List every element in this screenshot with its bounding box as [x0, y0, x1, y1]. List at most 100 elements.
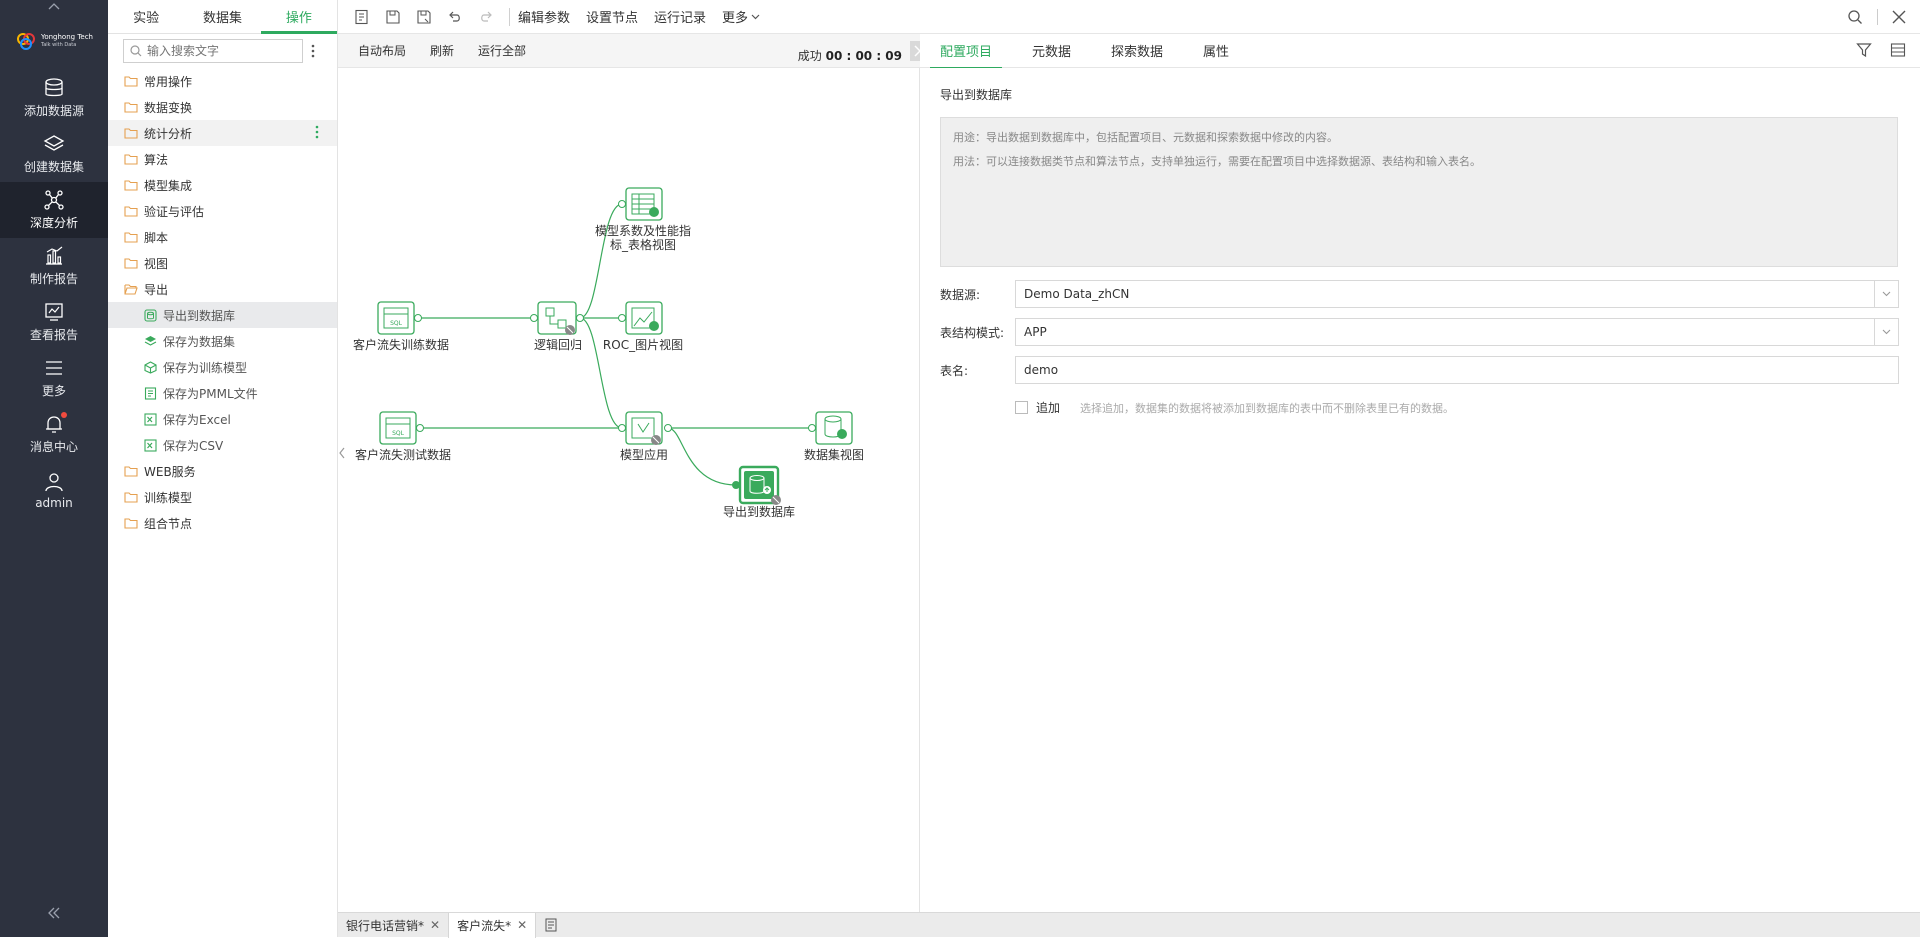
tree-folder-web-service[interactable]: WEB服务	[108, 458, 337, 484]
tree-folder-ensemble[interactable]: 模型集成	[108, 172, 337, 198]
rail-item-view-report[interactable]: 查看报告	[0, 294, 108, 350]
tree-label: 保存为训练模型	[163, 360, 248, 375]
svg-text:SQL: SQL	[392, 430, 405, 437]
tree-folder-export[interactable]: 导出	[108, 276, 337, 302]
redo-icon[interactable]	[470, 0, 501, 34]
tab-explore[interactable]: 探索数据	[1111, 45, 1164, 60]
node-logistic-regression[interactable]	[530, 301, 584, 335]
run-log-button[interactable]: 运行记录	[654, 11, 707, 26]
close-tab-icon[interactable]: ✕	[430, 918, 441, 932]
close-tab-icon[interactable]: ✕	[517, 918, 528, 932]
doc-tab-bank-marketing[interactable]: 银行电话营销* ✕	[338, 912, 450, 938]
node-label-coef-line1: 模型系数及性能指	[594, 224, 691, 238]
edit-params-button[interactable]: 编辑参数	[518, 11, 571, 26]
new-file-icon[interactable]	[346, 0, 377, 34]
run-all-button[interactable]: 运行全部	[478, 44, 527, 58]
node-roc-view[interactable]	[618, 301, 663, 335]
line-chart-icon	[45, 303, 63, 321]
tree-label: 统计分析	[144, 126, 193, 141]
node-model-apply[interactable]	[618, 411, 672, 445]
item-more-icon[interactable]	[315, 125, 319, 139]
properties-tabs: 配置项目 元数据 探索数据 属性	[920, 34, 1920, 69]
rail-label: 查看报告	[29, 328, 78, 342]
rail-item-more[interactable]: 更多	[0, 350, 108, 406]
brand-name: Yonghong Tech	[40, 33, 93, 41]
node-train-data[interactable]: SQL	[377, 301, 422, 335]
table-name-input[interactable]: demo	[1015, 356, 1899, 384]
node-coef-table-view[interactable]	[618, 187, 663, 221]
tree-folder-script[interactable]: 脚本	[108, 224, 337, 250]
doc-tab-label: 客户流失*	[457, 918, 512, 933]
set-node-button[interactable]: 设置节点	[586, 11, 639, 26]
tab-datasets[interactable]: 数据集	[202, 11, 242, 26]
tree-folder-transform[interactable]: 数据变换	[108, 94, 337, 120]
node-test-data[interactable]: SQL	[379, 411, 424, 445]
tree-label: 保存为CSV	[163, 438, 224, 453]
rail-label: 消息中心	[29, 440, 78, 454]
search-input[interactable]	[147, 44, 287, 58]
undo-icon[interactable]	[439, 0, 470, 34]
tab-experiments[interactable]: 实验	[133, 11, 160, 26]
rail-item-add-datasource[interactable]: 添加数据源	[0, 70, 108, 126]
tab-attributes[interactable]: 属性	[1203, 45, 1230, 60]
tree-item-save-csv[interactable]: 保存为CSV	[108, 432, 337, 458]
more-options-icon[interactable]	[311, 44, 315, 58]
table-name-label: 表名:	[940, 363, 969, 378]
tab-metadata[interactable]: 元数据	[1032, 45, 1072, 60]
tree-folder-validation[interactable]: 验证与评估	[108, 198, 337, 224]
chevron-down-icon	[1874, 281, 1898, 307]
auto-layout-button[interactable]: 自动布局	[358, 44, 407, 58]
tab-list-button[interactable]	[536, 913, 566, 938]
workflow-diagram: SQL SQL	[377, 187, 853, 505]
append-label[interactable]: 追加	[1036, 401, 1061, 415]
append-checkbox[interactable]	[1015, 401, 1028, 414]
tab-config[interactable]: 配置项目	[920, 34, 1012, 69]
run-status-label: 成功	[797, 49, 822, 63]
doc-tab-customer-churn[interactable]: 客户流失* ✕	[449, 912, 537, 938]
tree-label: 训练模型	[144, 490, 193, 505]
datasource-select[interactable]: Demo Data_zhCN	[1015, 280, 1899, 308]
close-icon[interactable]	[1892, 10, 1906, 24]
rail-item-deep-analysis[interactable]: 深度分析	[0, 182, 108, 238]
tree-folder-statistics[interactable]: 统计分析	[108, 120, 337, 146]
chevron-left-icon	[339, 447, 345, 459]
tree-folder-algorithm[interactable]: 算法	[108, 146, 337, 172]
filter-icon[interactable]	[1856, 42, 1872, 58]
brand-logo: Yonghong Tech Talk with Data	[0, 12, 108, 70]
rail-label: 制作报告	[29, 272, 78, 286]
brand-tagline: Talk with Data	[40, 42, 77, 48]
layers-icon	[144, 335, 157, 346]
datasource-label: 数据源:	[940, 287, 981, 302]
tree-item-save-dataset[interactable]: 保存为数据集	[108, 328, 337, 354]
collapse-up-icon[interactable]	[0, 0, 108, 12]
tree-folder-common[interactable]: 常用操作	[108, 68, 337, 94]
tree-item-export-db[interactable]: 导出到数据库	[108, 302, 337, 328]
save-icon[interactable]	[377, 0, 408, 34]
rail-item-user[interactable]: admin	[0, 462, 108, 518]
append-hint: 选择追加，数据集的数据将被添加到数据库的表中而不删除表里已有的数据。	[1080, 401, 1455, 415]
refresh-button[interactable]: 刷新	[430, 44, 455, 58]
tree-item-save-pmml[interactable]: 保存为PMML文件	[108, 380, 337, 406]
tab-list-icon	[545, 918, 557, 932]
save-as-icon[interactable]	[408, 0, 439, 34]
description-method: 用法：可以连接数据类节点和算法节点，支持单独运行，需要在配置项目中选择数据源、表…	[953, 155, 1481, 168]
workflow-canvas[interactable]: SQL SQL	[338, 68, 920, 912]
more-menu-button[interactable]: 更多	[722, 7, 760, 26]
tree-item-save-excel[interactable]: 保存为Excel	[108, 406, 337, 432]
tree-folder-view[interactable]: 视图	[108, 250, 337, 276]
collapse-panel-handle[interactable]	[338, 438, 346, 468]
tree-item-save-model[interactable]: 保存为训练模型	[108, 354, 337, 380]
rail-item-make-report[interactable]: 制作报告	[0, 238, 108, 294]
list-settings-icon[interactable]	[1890, 42, 1906, 58]
tree-folder-trained-models[interactable]: 训练模型	[108, 484, 337, 510]
tab-operations[interactable]: 操作	[260, 0, 338, 34]
layers-icon	[43, 135, 65, 151]
tree-folder-composite[interactable]: 组合节点	[108, 510, 337, 536]
schema-select[interactable]: APP	[1015, 318, 1899, 346]
rail-item-messages[interactable]: 消息中心	[0, 406, 108, 462]
collapse-rail-icon[interactable]	[0, 907, 108, 919]
node-export-db[interactable]	[732, 465, 782, 505]
search-icon[interactable]	[1847, 9, 1863, 25]
rail-item-create-dataset[interactable]: 创建数据集	[0, 126, 108, 182]
node-dataset-view[interactable]	[808, 411, 853, 445]
